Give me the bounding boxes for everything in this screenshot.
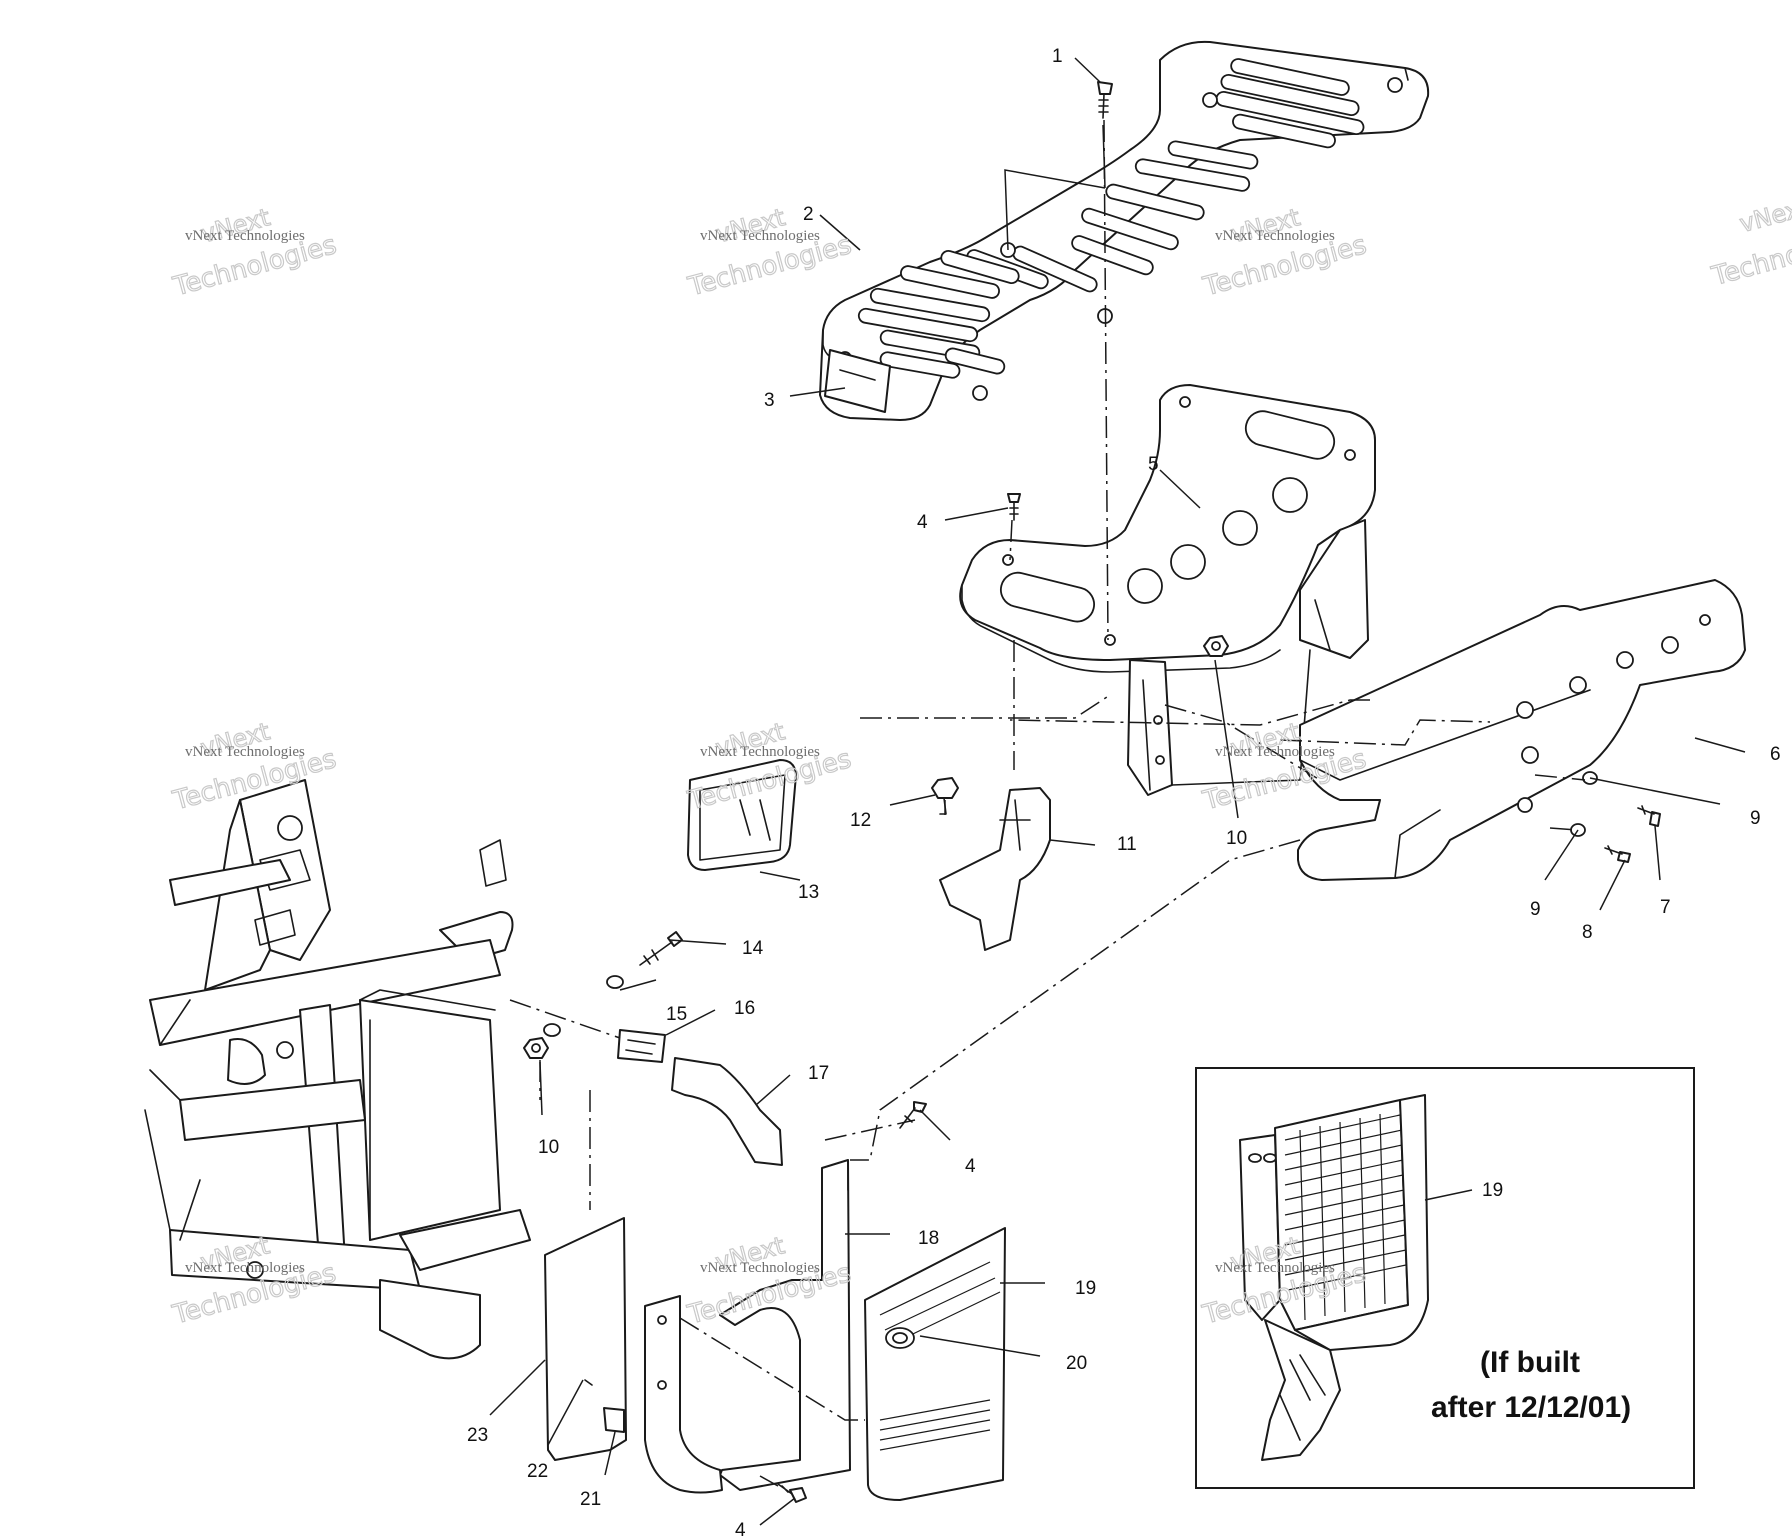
rack-top-part-2 — [819, 40, 1430, 421]
washers-part-14 — [543, 975, 624, 1037]
watermark-4: vNext Technologies — [1708, 192, 1792, 292]
spacer-part-15 — [617, 1029, 666, 1063]
callout-15: 15 — [666, 1004, 687, 1025]
side-shield-part-19 — [864, 1227, 1006, 1501]
watermark-label-3: vNext Technologies — [1215, 228, 1335, 244]
watermark-label-10: vNext Technologies — [700, 1260, 820, 1276]
nut-part-10-left — [523, 1037, 549, 1059]
callout-14: 14 — [742, 938, 764, 959]
callout-3: 3 — [764, 390, 775, 411]
watermark-label-7: vNext Technologies — [1215, 744, 1335, 760]
callout-6: 6 — [1770, 744, 1781, 765]
watermark-1: vNext Technologies — [169, 203, 340, 303]
callout-19-inset: 19 — [1482, 1180, 1503, 1201]
rack-base-part-5 — [959, 384, 1376, 796]
inset-box: (If built after 12/12/01) — [1195, 1067, 1695, 1489]
callout-19: 19 — [1075, 1278, 1096, 1299]
bracket-part-11 — [939, 787, 1051, 951]
callout-21: 21 — [580, 1489, 601, 1510]
callout-1: 1 — [1052, 46, 1063, 67]
rear-bumper-part-6 — [1297, 579, 1746, 881]
watermark-label-9: vNext Technologies — [185, 1260, 305, 1276]
screw-part-1 — [1097, 81, 1113, 119]
callout-9-right: 9 — [1750, 808, 1761, 829]
screw-part-4-mid — [899, 1101, 927, 1129]
callout-8: 8 — [1582, 922, 1593, 943]
watermark-label-2: vNext Technologies — [700, 228, 820, 244]
callout-20: 20 — [1066, 1353, 1087, 1374]
reflector-part-3 — [824, 349, 891, 413]
assembly-lines — [509, 119, 1586, 1487]
watermark-label-6: vNext Technologies — [700, 744, 820, 760]
tail-light-part-13 — [687, 759, 797, 871]
callout-16: 16 — [734, 998, 755, 1019]
callout-7: 7 — [1660, 897, 1671, 918]
callout-17: 17 — [808, 1063, 829, 1084]
watermark-label-1: vNext Technologies — [185, 228, 305, 244]
watermark-label-5: vNext Technologies — [185, 744, 305, 760]
bracket-part-17 — [671, 1057, 783, 1166]
callout-10-left: 10 — [538, 1137, 559, 1158]
screw-part-4-top — [1007, 493, 1021, 521]
inset-note-line2: after 12/12/01) — [1431, 1391, 1631, 1424]
callout-leaders — [489, 57, 1746, 1526]
panel-part-23 — [544, 1217, 627, 1461]
callout-4: 4 — [917, 512, 928, 533]
callout-9-left: 9 — [1530, 899, 1541, 920]
callout-12: 12 — [850, 810, 871, 831]
vehicle-frame — [144, 779, 531, 1360]
callout-5: 5 — [1148, 454, 1159, 475]
callout-10: 10 — [1226, 828, 1247, 849]
callout-2: 2 — [803, 204, 814, 225]
screws-part-7-8-9 — [1570, 771, 1661, 863]
support-part-18 — [644, 1159, 851, 1494]
callout-11: 11 — [1117, 834, 1137, 855]
screw-part-4-bottom — [777, 1483, 807, 1503]
callout-23: 23 — [467, 1425, 488, 1446]
inset-side-shield — [1239, 1094, 1429, 1461]
watermark-label-11: vNext Technologies — [1215, 1260, 1335, 1276]
bolt-part-14 — [639, 931, 683, 966]
callout-labels: 1 2 3 4 5 10 11 12 13 14 15 16 17 10 4 1… — [467, 46, 1781, 1536]
callout-4-bottom: 4 — [735, 1520, 746, 1536]
callout-13: 13 — [798, 882, 819, 903]
inset-note-line1: (If built — [1480, 1346, 1580, 1379]
svg-text:vNext: vNext — [1737, 193, 1792, 238]
callout-4-mid: 4 — [965, 1156, 976, 1177]
watermark-2: vNext Technologies — [684, 203, 855, 303]
watermark-3: vNext Technologies — [1199, 203, 1370, 303]
callout-18: 18 — [918, 1228, 939, 1249]
nut-part-10-top — [1203, 635, 1229, 657]
callout-22: 22 — [527, 1461, 548, 1482]
